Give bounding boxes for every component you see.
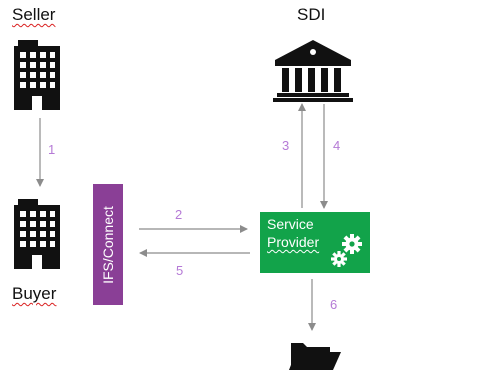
ifs-connect-box: IFS/Connect [93, 184, 123, 305]
seller-label: Seller [12, 5, 56, 24]
step-number-2: 2 [175, 207, 183, 222]
step-number-5: 5 [176, 263, 184, 278]
step-number-6: 6 [330, 297, 338, 312]
office-building-icon [14, 199, 60, 269]
step-number-3: 3 [282, 138, 290, 153]
buyer-label: Buyer [12, 284, 57, 303]
step-number-4: 4 [333, 138, 341, 153]
sdi-label: SDI [297, 5, 326, 24]
gears-icon [331, 234, 362, 267]
step-number-1: 1 [48, 142, 56, 157]
ifs-connect-label: IFS/Connect [100, 205, 116, 284]
open-folder-icon [289, 343, 341, 370]
service-provider-label-line2: Provider [267, 234, 320, 250]
service-provider-label-line1: Service [267, 216, 314, 232]
government-building-icon [273, 40, 353, 102]
service-provider-box: Service Provider [260, 212, 370, 273]
office-building-icon [14, 40, 60, 110]
